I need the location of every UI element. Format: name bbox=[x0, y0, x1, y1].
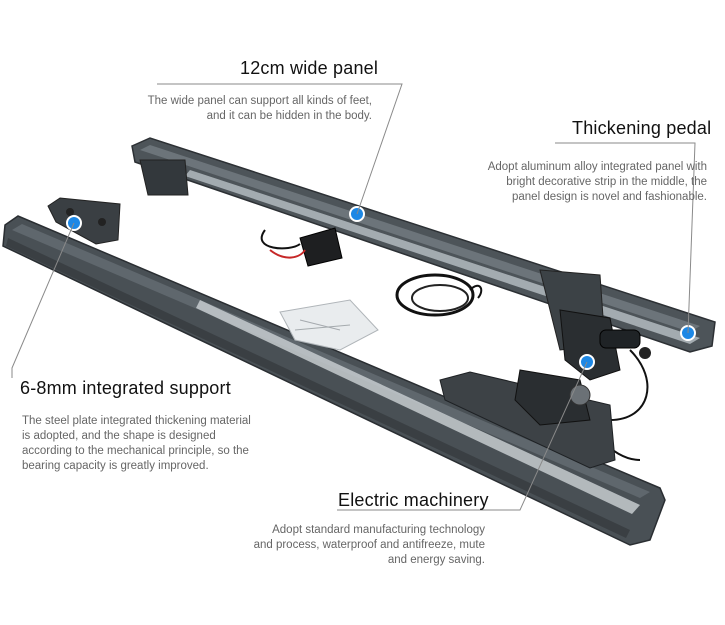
left-bracket bbox=[47, 197, 121, 245]
thickening-pedal-line-2: bright decorative strip in the middle, t… bbox=[506, 176, 707, 188]
upper-running-board bbox=[131, 137, 716, 353]
wire-harness bbox=[395, 273, 483, 317]
wide-panel-description: The wide panel can support all kinds of … bbox=[148, 94, 372, 124]
electric-machinery-line-2: and process, waterproof and antifreeze, … bbox=[253, 539, 485, 551]
integrated-support-description: The steel plate integrated thickening ma… bbox=[22, 414, 251, 474]
electric-machinery-title: Electric machinery bbox=[338, 490, 489, 510]
integrated-support-title: 6-8mm integrated support bbox=[20, 378, 231, 398]
thickening-pedal-line-1: Adopt aluminum alloy integrated panel wi… bbox=[487, 161, 707, 173]
fasteners-bag bbox=[279, 299, 379, 351]
wide-panel-line-2: and it can be hidden in the body. bbox=[206, 110, 372, 122]
electric-machinery-line-1: Adopt standard manufacturing technology bbox=[272, 524, 485, 536]
thickening-pedal-description: Adopt aluminum alloy integrated panel wi… bbox=[488, 160, 707, 205]
integrated-support-line-3: according to the mechanical principle, s… bbox=[22, 445, 249, 457]
leader-lines bbox=[11, 83, 696, 511]
electric-machinery-description: Adopt standard manufacturing technology … bbox=[254, 523, 485, 568]
integrated-support-line-1: The steel plate integrated thickening ma… bbox=[22, 415, 251, 427]
thickening-pedal-line-3: panel design is novel and fashionable. bbox=[511, 191, 707, 203]
control-box bbox=[260, 227, 343, 267]
integrated-support-line-4: bearing capacity is greatly improved. bbox=[22, 460, 209, 472]
thickening-pedal-title: Thickening pedal bbox=[572, 118, 712, 138]
wide-panel-line-1: The wide panel can support all kinds of … bbox=[147, 95, 372, 107]
wide-panel-title: 12cm wide panel bbox=[240, 58, 379, 78]
lower-running-board bbox=[2, 215, 666, 546]
electric-machinery-line-3: and energy saving. bbox=[387, 554, 485, 566]
integrated-support-line-2: is adopted, and the shape is designed bbox=[22, 430, 216, 442]
